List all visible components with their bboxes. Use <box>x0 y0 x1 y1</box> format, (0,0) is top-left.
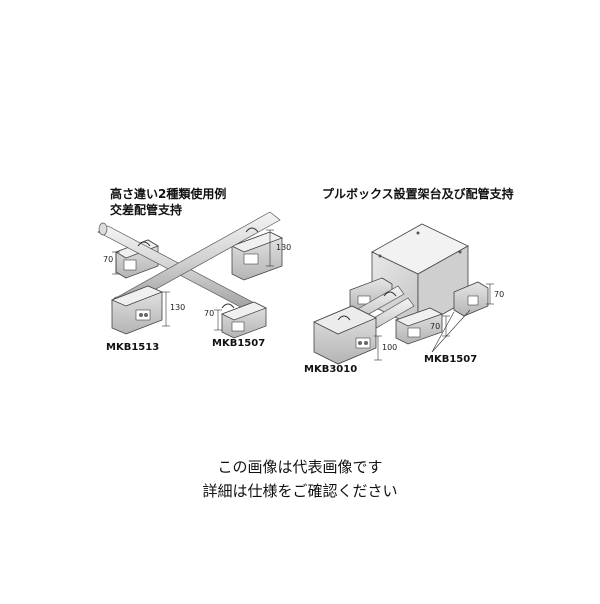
left-title-line2: 交差配管支持 <box>110 202 182 217</box>
caption-line2: 詳細は仕様をご確認ください <box>202 482 398 500</box>
block-mkb1513-back <box>230 231 284 281</box>
right-dim-70-right: 70 <box>494 290 504 299</box>
left-dim-70-left: 70 <box>103 255 113 264</box>
right-dim-70-mid: 70 <box>430 322 440 331</box>
block-mkb1513-front <box>110 285 164 335</box>
left-example: 高さ違い2種類使用例 交差配管支持 <box>97 186 291 353</box>
right-model-right-label: MKB1507 <box>424 354 477 365</box>
caption-line1: この画像は代表画像です <box>217 458 383 476</box>
right-example: プルボックス設置架台及び配管支持 <box>304 186 514 375</box>
block-mkb1507-under-right <box>453 281 489 317</box>
block-mkb1507-front-right <box>394 307 444 345</box>
left-dim-130-mid: 130 <box>170 303 185 312</box>
right-dim-100: 100 <box>382 343 397 352</box>
left-model-label: MKB1513 <box>106 342 159 353</box>
left-dim-70-right: 70 <box>204 309 214 318</box>
right-title: プルボックス設置架台及び配管支持 <box>322 186 514 201</box>
left-dim-130-top: 130 <box>276 243 291 252</box>
block-mkb1507-front <box>221 301 267 339</box>
left-title-line1: 高さ違い2種類使用例 <box>110 186 226 201</box>
left-dimension-lines <box>112 229 274 331</box>
right-model-left-label: MKB3010 <box>304 364 357 375</box>
block-mkb3010 <box>313 305 377 365</box>
right-model-label: MKB1507 <box>212 338 265 349</box>
right-clamps <box>337 291 397 321</box>
right-dimension-lines <box>374 283 494 361</box>
